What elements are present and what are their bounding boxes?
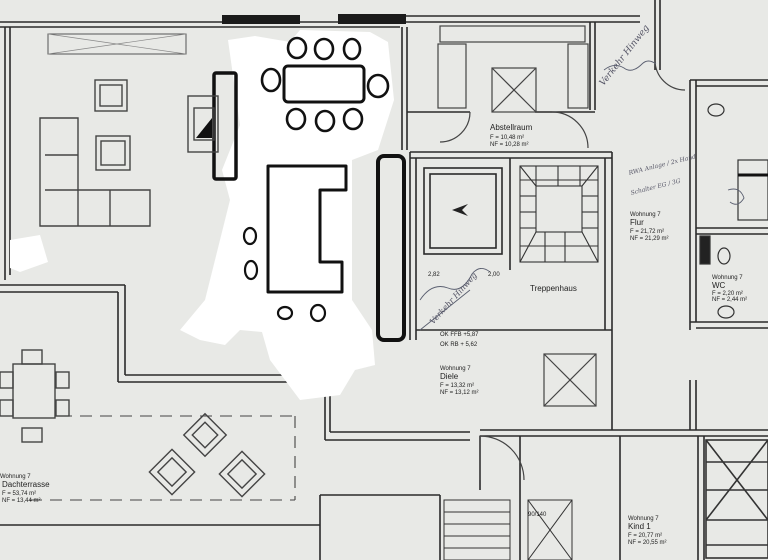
chair — [342, 37, 362, 61]
room-area-f-kind: F = 20,77 m² — [628, 533, 663, 539]
room-area-nf-abstellraum: NF = 10,28 m² — [490, 142, 529, 148]
l-sofa — [39, 117, 151, 227]
whiteout-left — [10, 235, 48, 272]
printed-furniture — [0, 79, 266, 498]
dining-table — [282, 64, 366, 104]
long-cabinet — [376, 154, 406, 342]
chair — [342, 107, 364, 131]
room-area-nf-diele: NF = 13,12 m² — [440, 390, 479, 396]
room-area-f-wc: F = 2,20 m² — [712, 291, 743, 297]
room-area-nf-dachterrasse: NF = 13,44 m² — [2, 498, 41, 504]
room-unit-wc: Wohnung 7 — [712, 275, 743, 281]
room-area-f-flur: F = 21,72 m² — [630, 229, 665, 235]
elevator-arrow — [452, 204, 468, 216]
label-treppenhaus: Treppenhaus — [530, 284, 577, 293]
room-unit-diele: Wohnung 7 — [440, 366, 471, 372]
room-area-f-dachterrasse: F = 53,74 m² — [2, 491, 37, 497]
label-dim-282: 2,82 — [428, 272, 440, 278]
chair — [286, 36, 308, 60]
room-area-nf-flur: NF = 21,29 m² — [630, 236, 669, 242]
chair — [285, 107, 307, 131]
room-name-kind: Kind 1 — [628, 522, 651, 531]
room-area-nf-kind: NF = 20,55 m² — [628, 540, 667, 546]
chair — [366, 73, 390, 99]
sofa-outline — [266, 164, 348, 294]
room-name-dachterrasse: Dachterrasse — [2, 480, 50, 489]
room-unit-dachterrasse: Wohnung 7 — [0, 474, 31, 480]
chair — [313, 37, 335, 61]
fireplace-fill — [196, 118, 212, 138]
label-ok-rb: OK RB + 5,62 — [440, 342, 478, 348]
top-window — [47, 33, 187, 55]
lower-right-grid — [705, 439, 768, 559]
room-area-nf-wc: NF = 2,44 m² — [712, 297, 748, 303]
room-name-wc: WC — [712, 281, 726, 290]
pencil-marks — [419, 60, 745, 331]
staircase — [519, 165, 599, 263]
top-bold-walls — [222, 14, 406, 24]
abstellraum-fixtures — [437, 25, 686, 481]
room-unit-kind: Wohnung 7 — [628, 516, 659, 522]
whiteout-patch — [180, 30, 394, 400]
label-dim-200: 2,00 — [488, 272, 500, 278]
label-door: 90/140 — [528, 512, 547, 518]
room-name-flur: Flur — [630, 218, 644, 227]
room-name-abstellraum: Abstellraum — [490, 123, 533, 132]
dashed-lines — [30, 415, 300, 501]
chair — [260, 67, 282, 93]
room-name-diele: Diele — [440, 372, 459, 381]
room-area-f-abstellraum: F = 10,48 m² — [490, 135, 525, 141]
label-ok-ffb: OK FFB +5,87 — [440, 332, 479, 338]
chair — [314, 109, 336, 133]
room-unit-flur: Wohnung 7 — [630, 212, 661, 218]
room-area-f-diele: F = 13,32 m² — [440, 383, 475, 389]
lower-stair — [443, 499, 573, 560]
